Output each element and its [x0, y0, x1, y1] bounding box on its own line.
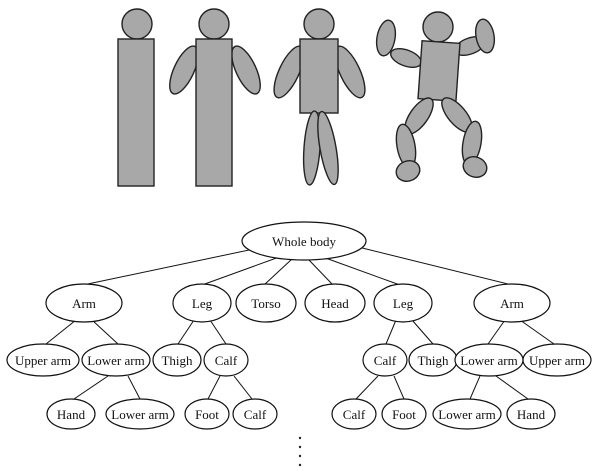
node-label: Arm	[72, 296, 96, 311]
figure-level-2	[169, 8, 261, 187]
torso-shape	[299, 38, 339, 114]
node-lower-arm-right-child: Lower arm	[432, 398, 502, 430]
whole-body-block	[117, 38, 155, 187]
edge-arm-right-lower-arm	[487, 319, 506, 345]
node-label: Foot	[195, 407, 219, 422]
left-foot-shape	[395, 160, 421, 182]
node-torso: Torso	[235, 283, 297, 323]
head-shape	[303, 8, 335, 40]
node-lower-arm-right: Lower arm	[454, 343, 524, 377]
node-hand-left: Hand	[46, 398, 96, 430]
head-shape	[198, 8, 230, 40]
node-upper-arm-right: Upper arm	[522, 343, 592, 377]
figure-level-3	[273, 8, 366, 186]
left-lower-arm-shape	[375, 19, 397, 57]
node-head: Head	[304, 283, 366, 323]
node-lower-arm-left: Lower arm	[81, 343, 151, 377]
continuation-dots	[298, 436, 302, 467]
tree-nodes: Whole body Arm Leg Torso Head Leg Arm	[6, 221, 592, 430]
node-foot-left: Foot	[184, 398, 230, 430]
node-label: Hand	[517, 407, 546, 422]
node-label: Foot	[392, 407, 416, 422]
node-arm-right: Arm	[473, 283, 551, 323]
node-hand-right: Hand	[506, 398, 556, 430]
edge-root-torso	[263, 258, 293, 286]
node-label: Upper arm	[15, 353, 71, 368]
node-arm-left: Arm	[45, 283, 123, 323]
edge-root-leg-right	[319, 255, 401, 286]
head-shape	[121, 8, 153, 40]
edge-arm-right-upper-arm	[519, 319, 555, 345]
figure-level-1	[117, 8, 155, 187]
node-calf-left: Calf	[203, 343, 249, 377]
edge-lower-arm-right-hand	[495, 375, 529, 400]
edge-root-arm-left	[82, 245, 269, 286]
edge-lower-arm-left-hand	[73, 375, 109, 400]
edge-root-head	[307, 258, 334, 286]
node-whole-body: Whole body	[241, 221, 367, 261]
edge-leg-right-thigh	[411, 319, 434, 345]
node-label: Upper arm	[529, 353, 585, 368]
torso-legs-block	[195, 38, 233, 187]
edge-calf-left-calf	[233, 375, 253, 400]
node-label: Calf	[374, 353, 397, 368]
node-label: Lower arm	[111, 407, 168, 422]
node-label: Thigh	[161, 353, 193, 368]
head-shape	[422, 11, 454, 43]
tree-edges	[45, 243, 555, 400]
node-thigh-left: Thigh	[152, 343, 202, 377]
node-label: Torso	[251, 296, 280, 311]
node-thigh-right: Thigh	[408, 343, 458, 377]
edge-lower-arm-left-lower-arm	[127, 375, 141, 400]
node-leg-right: Leg	[373, 283, 433, 323]
left-upper-arm-shape	[390, 48, 422, 68]
node-lower-arm-left-child: Lower arm	[105, 398, 175, 430]
node-leg-left: Leg	[172, 283, 232, 323]
node-label: Calf	[215, 353, 238, 368]
edge-lower-arm-right-lower-arm	[469, 375, 481, 400]
node-label: Lower arm	[460, 353, 517, 368]
edge-calf-right-calf	[355, 375, 379, 400]
node-upper-arm-left: Upper arm	[6, 343, 80, 377]
right-foot-shape	[462, 156, 488, 178]
right-arm-shape	[231, 45, 261, 95]
edge-arm-left-upper-arm	[45, 319, 77, 345]
node-label: Whole body	[272, 234, 336, 249]
edge-calf-left-foot	[207, 375, 221, 400]
right-leg-shape	[317, 110, 339, 186]
node-label: Leg	[192, 296, 213, 311]
node-calf-right: Calf	[362, 343, 408, 377]
node-label: Lower arm	[438, 407, 495, 422]
left-arm-shape	[169, 45, 199, 95]
figure-level-4	[375, 11, 496, 182]
node-label: Thigh	[417, 353, 449, 368]
edge-leg-left-calf	[209, 319, 227, 345]
edge-arm-left-lower-arm	[91, 319, 119, 345]
node-label: Lower arm	[87, 353, 144, 368]
node-label: Leg	[393, 296, 414, 311]
edge-root-leg-left	[201, 255, 283, 286]
node-label: Hand	[57, 407, 86, 422]
node-label: Calf	[343, 407, 366, 422]
node-calf-left-child: Calf	[232, 398, 278, 430]
node-foot-right: Foot	[381, 398, 427, 430]
node-label: Arm	[500, 296, 524, 311]
edge-leg-left-thigh	[177, 319, 195, 345]
edge-leg-right-calf	[385, 319, 397, 345]
torso-shape	[417, 39, 461, 103]
right-lower-arm-shape	[474, 18, 496, 54]
node-label: Head	[321, 296, 349, 311]
node-label: Calf	[244, 407, 267, 422]
edge-root-arm-right	[345, 243, 513, 286]
node-calf-right-child: Calf	[331, 398, 377, 430]
edge-calf-right-foot	[393, 375, 405, 400]
